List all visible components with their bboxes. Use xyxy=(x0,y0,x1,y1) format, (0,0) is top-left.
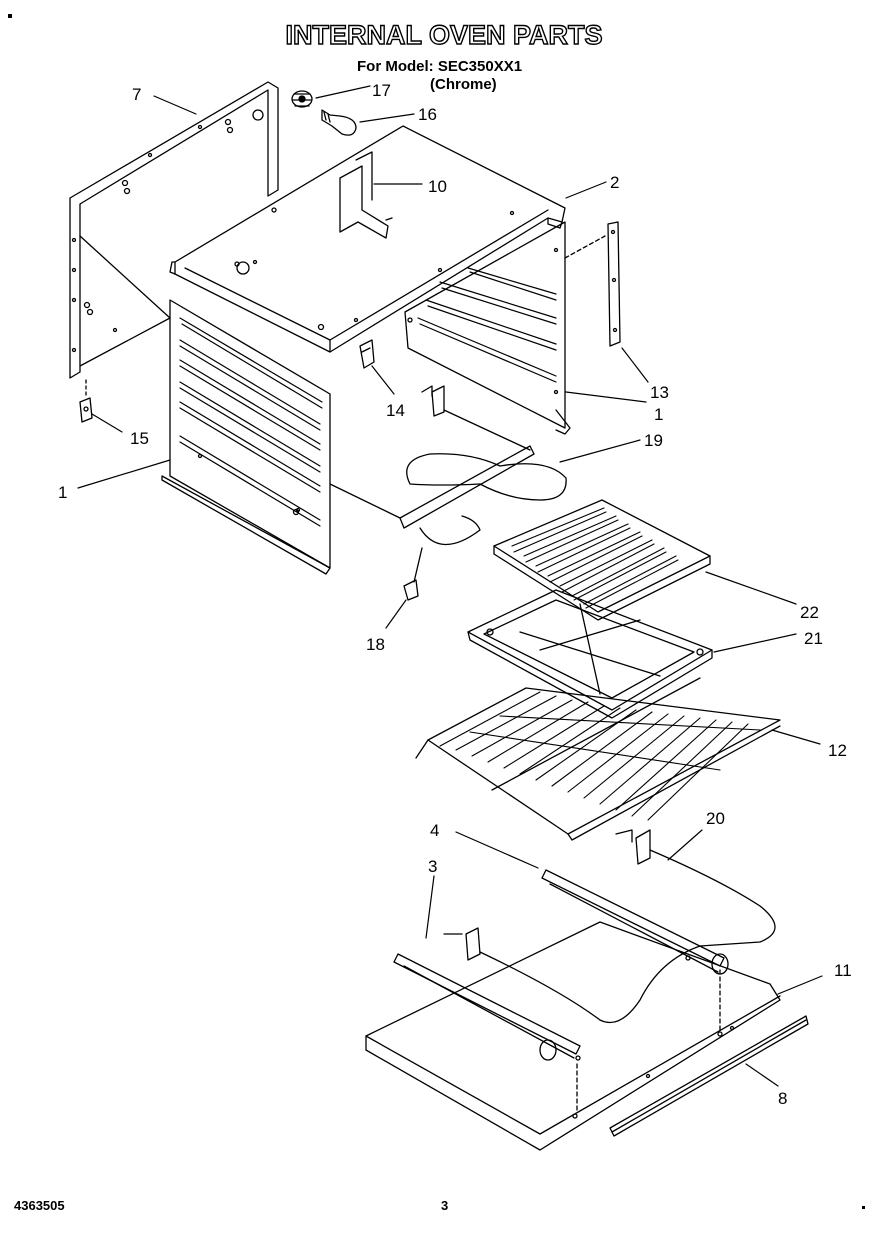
callout-15: 15 xyxy=(130,429,149,448)
part-21-broiler-pan xyxy=(467,589,713,719)
callout-1-right: 1 xyxy=(654,405,663,424)
callout-14: 14 xyxy=(386,401,405,420)
part-10-bracket xyxy=(339,151,393,239)
callout-13: 13 xyxy=(650,383,669,402)
callout-16: 16 xyxy=(418,105,437,124)
part-8-front-trim xyxy=(609,1015,809,1137)
callout-18: 18 xyxy=(366,635,385,654)
document-number: 4363505 xyxy=(14,1198,65,1213)
part-3-lower-rail xyxy=(393,953,581,1061)
callout-8: 8 xyxy=(778,1089,787,1108)
part-18-sensor-clip xyxy=(403,547,423,601)
part-15-clip xyxy=(79,379,93,423)
callout-2: 2 xyxy=(610,173,619,192)
callout-labels: 7 17 16 10 2 13 1 14 15 19 1 18 22 21 12… xyxy=(58,81,852,1108)
callout-21: 21 xyxy=(804,629,823,648)
part-1-right-side-panel xyxy=(404,221,571,435)
corner-mark-bottom xyxy=(862,1206,865,1209)
callout-22: 22 xyxy=(800,603,819,622)
page-number: 3 xyxy=(441,1198,449,1213)
model-line: For Model: SEC350XX1 xyxy=(357,58,523,75)
callout-7: 7 xyxy=(132,85,141,104)
finish-line: (Chrome) xyxy=(430,76,497,93)
leader-lines xyxy=(77,85,823,1087)
callout-3: 3 xyxy=(428,857,437,876)
part-22-broiler-grid xyxy=(493,499,711,621)
callout-11: 11 xyxy=(834,961,852,980)
part-17-lamp-socket xyxy=(291,90,313,108)
part-20-bake-element xyxy=(443,829,776,1024)
part-16-lamp-bulb xyxy=(321,109,357,136)
part-11-oven-bottom xyxy=(365,921,781,1151)
callout-20: 20 xyxy=(706,809,725,828)
callout-17: 17 xyxy=(372,81,391,100)
page-title: INTERNAL OVEN PARTS xyxy=(285,19,603,50)
part-13-trim-strip xyxy=(564,221,621,347)
part-14-clip xyxy=(359,339,375,369)
callout-12: 12 xyxy=(828,741,847,760)
part-19-broil-element xyxy=(329,385,567,546)
part-7-back-panel xyxy=(69,81,279,379)
part-2-oven-top xyxy=(169,125,566,353)
callout-19: 19 xyxy=(644,431,663,450)
callout-10: 10 xyxy=(428,177,447,196)
part-1-left-side-panel xyxy=(161,299,331,575)
callout-1-left: 1 xyxy=(58,483,67,502)
callout-4: 4 xyxy=(430,821,439,840)
corner-mark xyxy=(8,14,12,18)
part-12-oven-rack xyxy=(415,677,781,841)
